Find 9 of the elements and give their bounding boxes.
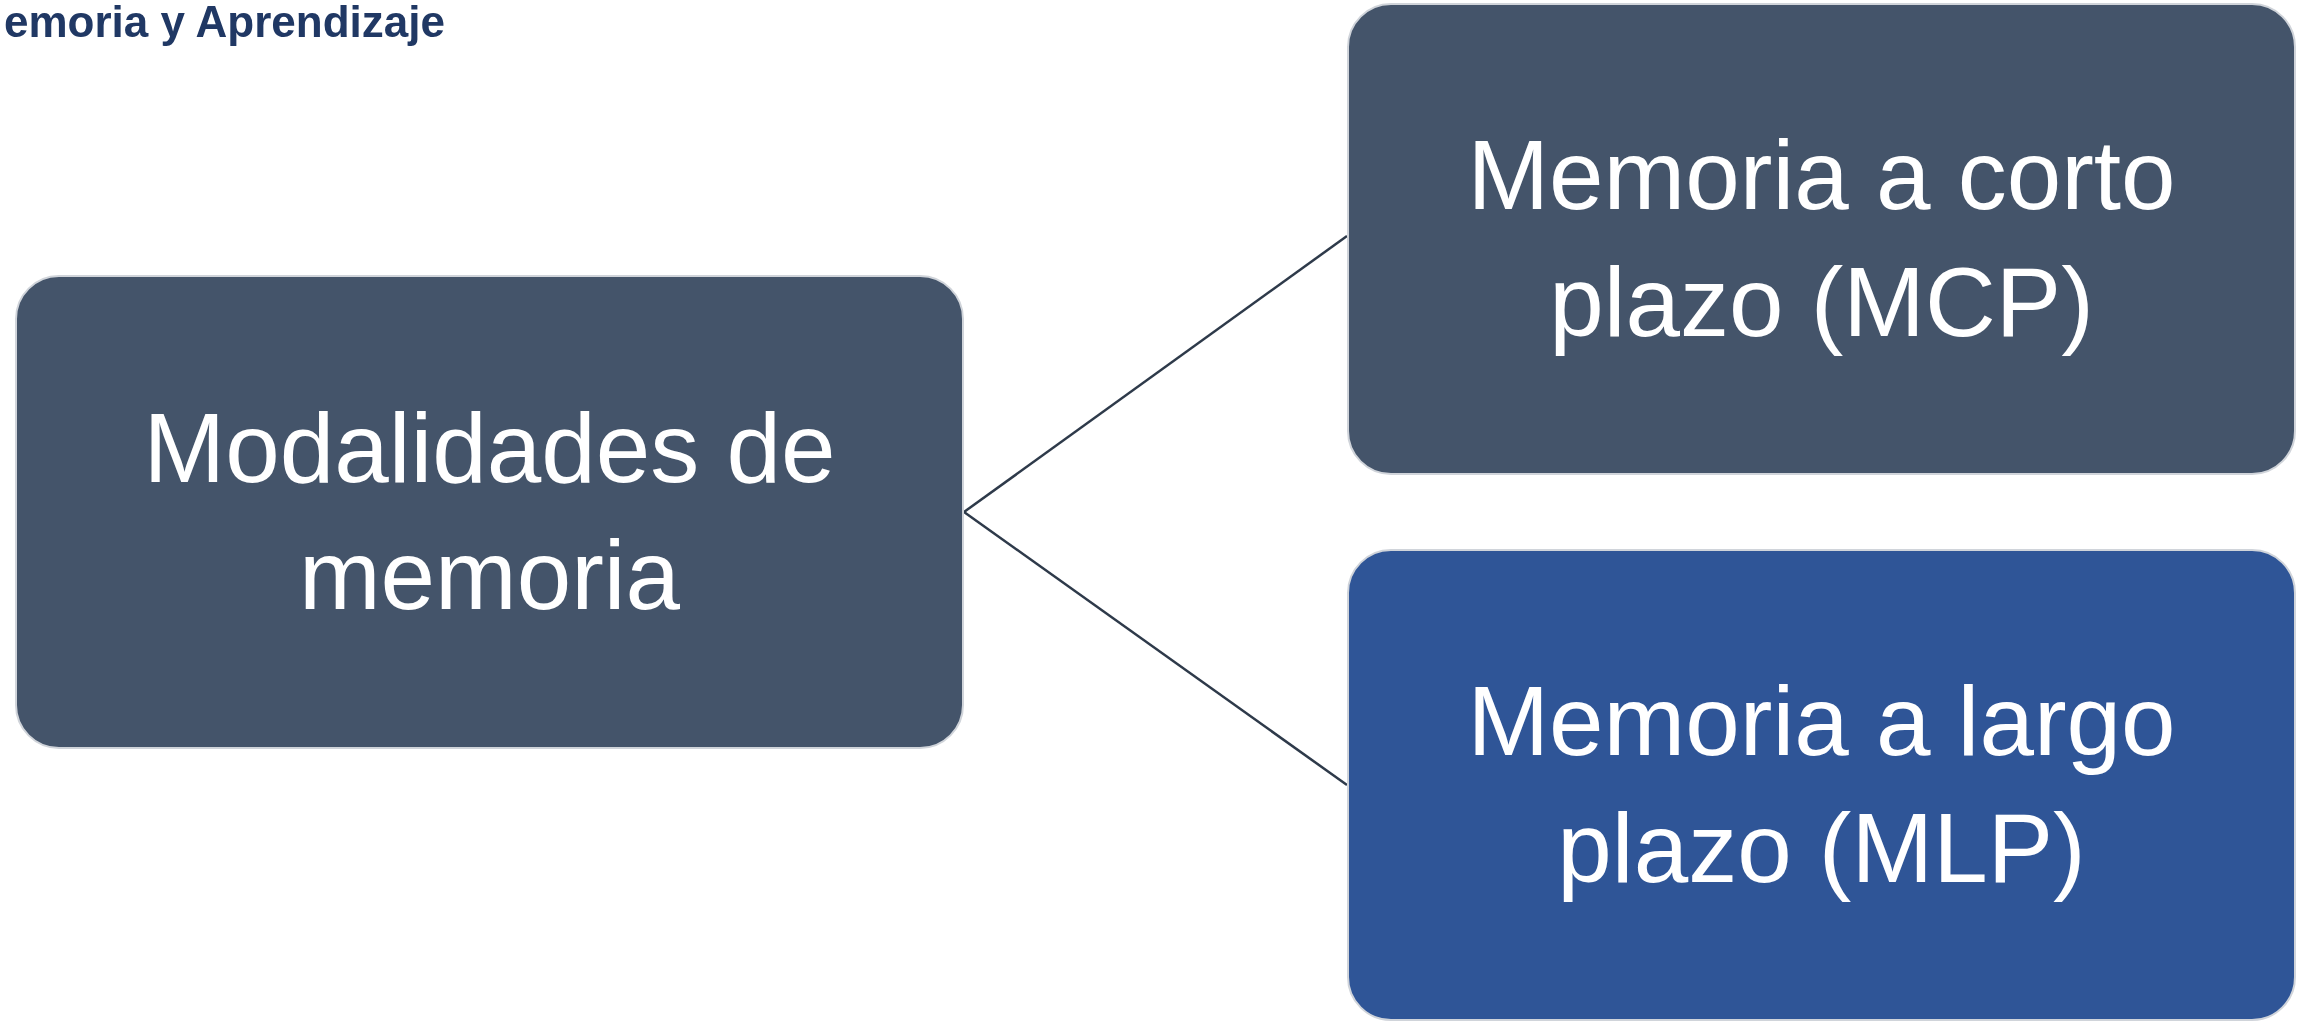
rounded-box (1347, 3, 2296, 475)
box-label: Memoria a corto plazo (MCP) (1466, 118, 2177, 359)
connector-line (963, 235, 1348, 513)
rounded-box (15, 275, 964, 749)
connector-line (963, 511, 1348, 786)
heading-text: emoria y Aprendizaje (4, 0, 445, 44)
box-label: Memoria a largo plazo (MLP) (1466, 664, 2177, 905)
rounded-box (1347, 549, 2296, 1021)
box-label: Modalidades de memoria (142, 391, 837, 632)
